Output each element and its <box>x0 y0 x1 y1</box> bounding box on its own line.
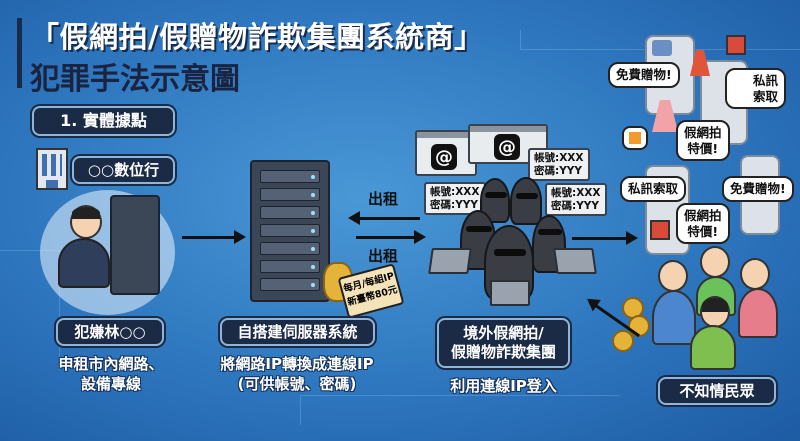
threads-icon: @ <box>494 134 520 160</box>
bubble-dm: 私訊索取 <box>620 176 687 202</box>
title-accent-bar <box>17 18 22 88</box>
rent-label-bottom: 出租 <box>368 247 399 265</box>
person <box>740 258 770 290</box>
bubble-fake-sale: 假網拍特價! <box>676 203 730 245</box>
location-label: ○○數位行 <box>72 156 175 184</box>
arrow-right <box>356 230 426 244</box>
bubble-shirt <box>622 126 648 150</box>
bubble-free-gift: 免費贈物! <box>722 176 794 202</box>
circuit-decoration <box>300 395 620 425</box>
circuit-decoration <box>0 250 60 370</box>
bubble-fake-sale: 假網拍特價! <box>676 120 730 162</box>
suspect-label: 犯嫌林○○ <box>56 318 164 346</box>
page-title: 「假網拍/假贈物詐欺集團系統商」 <box>30 20 484 54</box>
server-description: 將網路IP轉換成連線IP(可供帳號、密碼) <box>220 355 374 393</box>
laptop-icon <box>490 280 530 306</box>
threads-icon: @ <box>431 144 457 170</box>
gift-icon <box>726 35 746 55</box>
suspect-description: 申租市內網路、設備專線 <box>58 355 164 393</box>
app-window: @ <box>415 130 477 176</box>
suspect-illustration <box>40 190 175 315</box>
shirt-icon <box>652 40 672 56</box>
gift-icon <box>650 220 670 240</box>
scammer <box>532 215 566 273</box>
server-label: 自搭建伺服器系統 <box>220 318 375 346</box>
rent-label-top: 出租 <box>368 190 399 208</box>
gang-label: 境外假網拍/假贈物詐欺集團 <box>437 318 570 368</box>
person <box>658 260 688 292</box>
bubble-free-gift: 免費贈物! <box>608 62 680 88</box>
building-icon <box>36 148 68 190</box>
arrow-right <box>182 230 246 244</box>
person <box>738 288 778 338</box>
public-label: 不知情民眾 <box>658 377 776 405</box>
arrow-right <box>572 231 638 245</box>
section-label: 1. 實體據點 <box>32 106 175 136</box>
dress-icon <box>690 50 710 76</box>
person <box>700 246 730 278</box>
coin-icon <box>612 330 634 352</box>
bubble-dm: 私訊索取 <box>725 68 787 110</box>
person <box>690 325 736 370</box>
app-window: @ <box>468 124 548 164</box>
person <box>700 296 730 328</box>
laptop-icon <box>428 248 472 274</box>
page-subtitle: 犯罪手法示意圖 <box>30 62 240 97</box>
arrow-left <box>348 211 420 225</box>
person <box>652 290 696 345</box>
scammer <box>510 177 542 225</box>
server-icon <box>250 160 330 302</box>
laptop-icon <box>553 248 597 274</box>
gang-description: 利用連線IP登入 <box>450 377 557 395</box>
